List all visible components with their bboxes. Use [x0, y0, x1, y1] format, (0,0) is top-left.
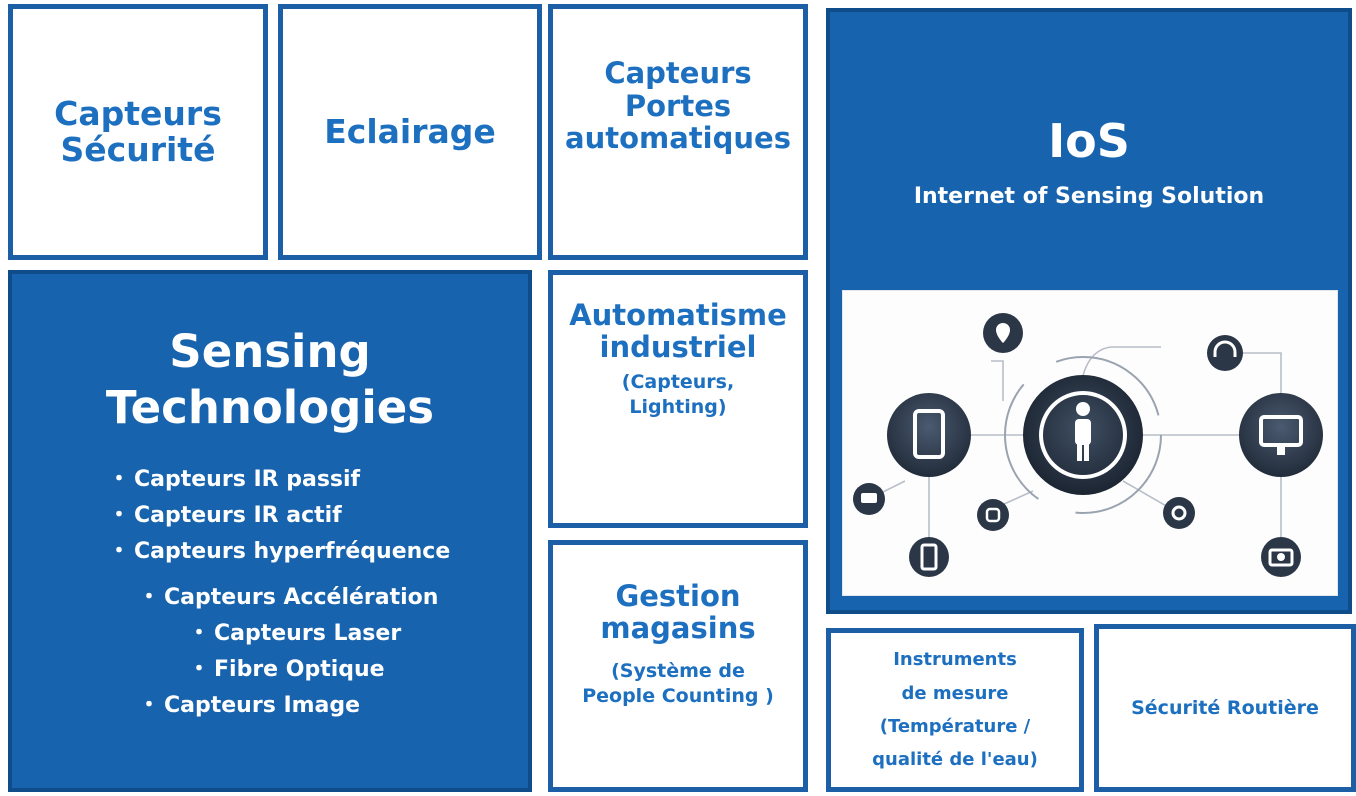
tablet-icon: [887, 393, 971, 477]
link-icon: [1163, 497, 1195, 529]
ios-title: IoS: [1048, 114, 1130, 168]
list-item: ・Capteurs Accélération: [138, 585, 439, 610]
automation-title-line2: industriel: [599, 330, 757, 365]
stores-title-line2: magasins: [600, 611, 756, 646]
watch-icon: [977, 499, 1009, 531]
sensing-title: Sensing Technologies: [12, 324, 528, 437]
automation-subtitle-line1: (Capteurs,: [621, 371, 735, 394]
stores-subtitle-line2: People Counting ): [582, 684, 774, 707]
tile-eclairage: Eclairage: [278, 4, 542, 260]
automation-title-line1: Automatisme: [569, 297, 787, 332]
ios-subtitle: Internet of Sensing Solution: [913, 184, 1265, 209]
doors-title-line3: automatiques: [565, 121, 791, 156]
list-item: ・Capteurs Image: [138, 693, 361, 718]
tile-securite-routiere: Sécurité Routière: [1094, 624, 1356, 792]
sensing-title-line2: Technologies: [105, 381, 435, 435]
iot-network-illustration: [842, 290, 1338, 596]
list-item: ・Capteurs Laser: [188, 621, 402, 646]
chat-icon: [853, 483, 885, 515]
person-icon: [1023, 375, 1143, 495]
automation-subtitle-line2: Lighting): [629, 395, 727, 418]
tile-portes-automatiques: Capteurs Portes automatiques: [548, 4, 808, 260]
tile-ios: IoS Internet of Sensing Solution: [826, 8, 1352, 614]
doors-title-line1: Capteurs: [604, 55, 752, 90]
instruments-line2: de mesure: [901, 682, 1009, 704]
list-item: ・Fibre Optique: [188, 657, 385, 682]
headset-icon: [1207, 335, 1243, 371]
security-title-line1: Capteurs: [54, 93, 222, 133]
list-item: ・Capteurs IR actif: [108, 503, 342, 528]
orbit-ring: [1004, 356, 1162, 514]
security-title-line2: Sécurité: [60, 130, 216, 169]
tile-automatisme-industriel: Automatisme industriel (Capteurs, Lighti…: [548, 270, 808, 528]
sensing-bullet-list: ・Capteurs IR passif ・Capteurs IR actif ・…: [108, 462, 450, 724]
tile-instruments-de-mesure: Instruments de mesure (Température / qua…: [826, 628, 1084, 792]
list-item: ・Capteurs hyperfréquence: [108, 539, 451, 564]
camera-icon: [1261, 537, 1301, 577]
tile-capteurs-securite: Capteurs Sécurité: [8, 4, 268, 260]
monitor-icon: [1239, 393, 1323, 477]
list-item: ・Capteurs IR passif: [108, 467, 361, 492]
lighting-title: Eclairage: [324, 111, 496, 151]
sensing-title-line1: Sensing: [169, 325, 371, 378]
road-safety-title: Sécurité Routière: [1131, 697, 1319, 719]
doors-title-line2: Portes: [624, 88, 732, 123]
instruments-line1: Instruments: [893, 649, 1017, 671]
stores-subtitle-line1: (Système de: [611, 660, 745, 683]
location-pin-icon: [983, 313, 1023, 353]
tile-sensing-technologies: Sensing Technologies ・Capteurs IR passif…: [8, 270, 532, 792]
instruments-line4: qualité de l'eau): [872, 749, 1038, 771]
mobile-phone-icon: [909, 537, 949, 577]
iot-network-svg: [853, 313, 1323, 577]
stores-title-line1: Gestion: [615, 578, 741, 613]
tile-gestion-magasins: Gestion magasins (Système de People Coun…: [548, 540, 808, 792]
instruments-line3: (Température /: [879, 716, 1031, 737]
